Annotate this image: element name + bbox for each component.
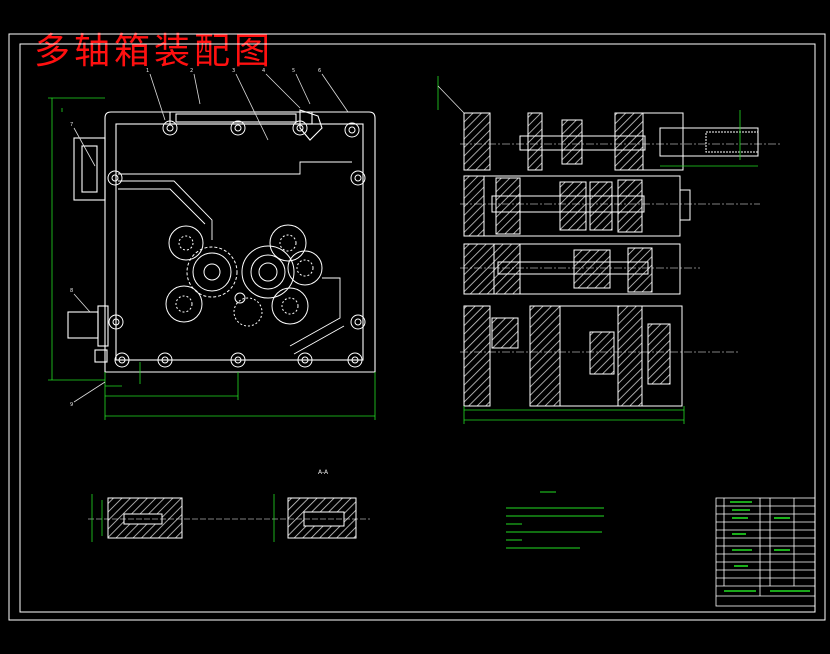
svg-text:6: 6: [318, 68, 321, 74]
svg-text:8: 8: [70, 288, 73, 294]
svg-text:9: 9: [70, 402, 73, 408]
title-block: [715, 497, 816, 607]
detail-view-2: [200, 494, 370, 542]
page-title: 多轴箱装配图: [34, 31, 275, 72]
dimension-lines-left: [48, 97, 376, 420]
dimension-lines-right: [437, 76, 758, 424]
part-number-labels: 1 2 3 4 5 6 7 8 9: [70, 68, 321, 408]
housing-front-view: [67, 109, 376, 373]
bolt-holes: [107, 120, 366, 368]
svg-text:1: 1: [146, 68, 149, 74]
gear-train: [165, 224, 323, 327]
section-views: [463, 112, 759, 407]
section-label: A-A: [318, 469, 329, 476]
dimension-leader-right: [437, 85, 465, 114]
svg-text:2: 2: [190, 68, 193, 74]
leader-lines: [73, 73, 349, 403]
svg-text:3: 3: [232, 68, 235, 74]
technical-notes: [506, 491, 604, 549]
svg-text:4: 4: [262, 68, 265, 74]
svg-text:7: 7: [70, 122, 73, 128]
svg-text:5: 5: [292, 68, 295, 74]
title-block-fill: [724, 501, 810, 592]
center-lines-right: [460, 143, 780, 353]
housing-internal-lines: [118, 161, 352, 355]
detail-view-1: [88, 494, 200, 542]
drawing-frame: [8, 33, 826, 621]
